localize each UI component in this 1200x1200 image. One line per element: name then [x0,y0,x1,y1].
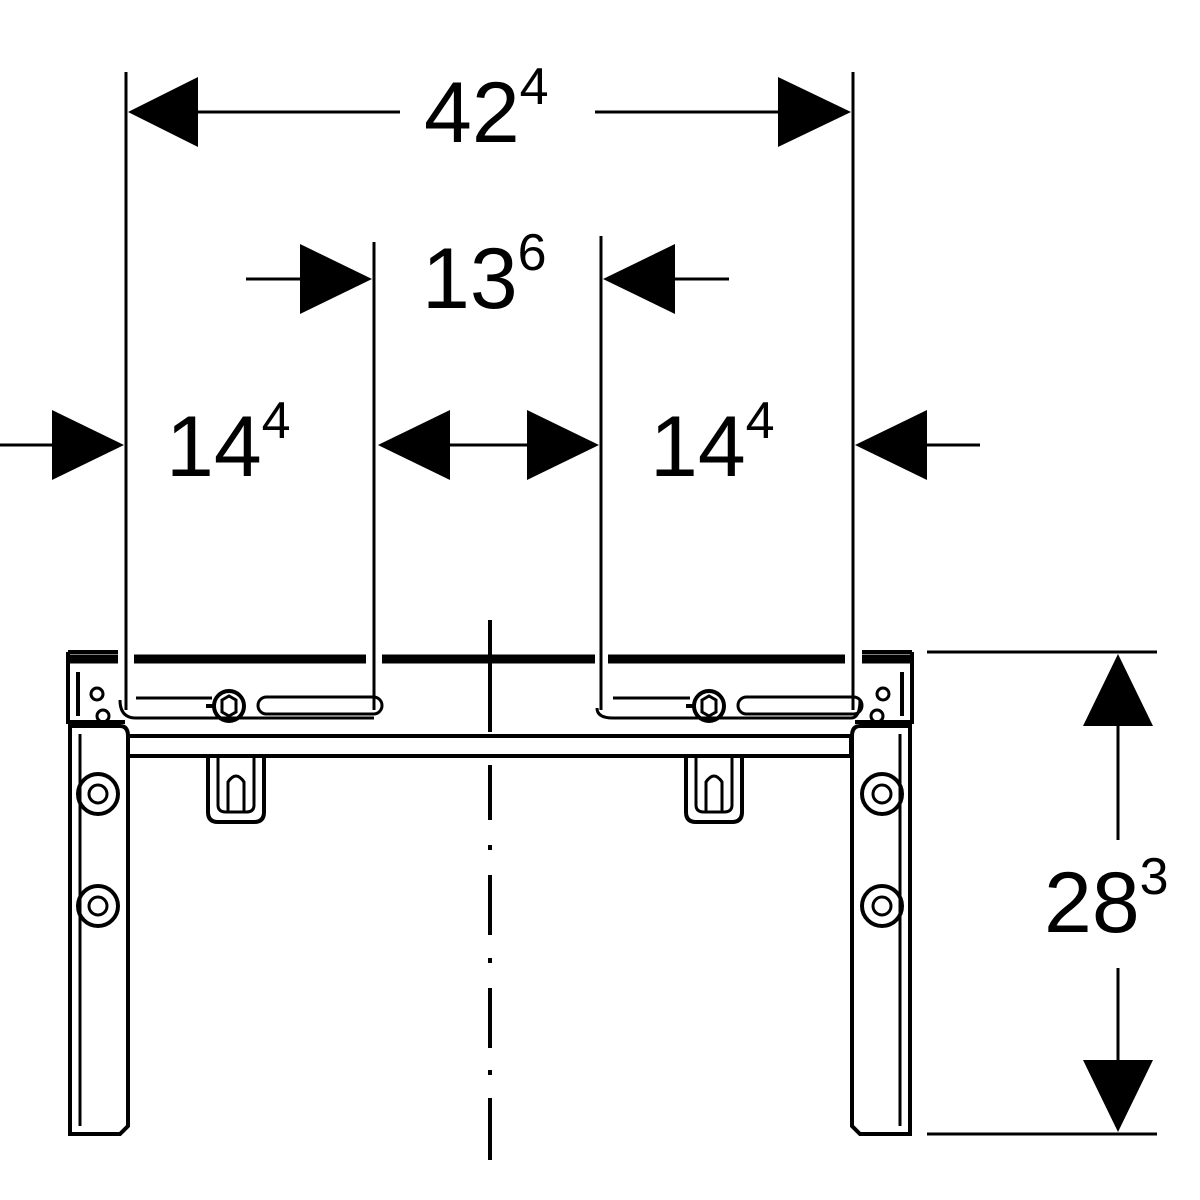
left-span-label: 144 [166,392,291,495]
rail-hole [869,708,885,724]
left-slot [256,695,384,716]
right-leg-hole-lower [860,884,904,928]
right-slot-bracket [595,699,862,720]
arrow-right-icon [52,410,124,480]
left-nut-hex [220,694,238,718]
left-slot-bracket [118,699,374,720]
right-leg [850,724,912,1136]
height-label: 283 [1044,848,1169,951]
right-leg-hole-upper-inner [871,783,893,805]
arrow-up-icon [1083,654,1153,726]
arrow-left-icon [378,410,450,480]
center-distance-label: 136 [422,224,547,327]
rail-hole [89,686,105,702]
right-hanger-slot [704,774,724,812]
mounting-frame [66,650,914,1136]
right-span-label: 144 [650,392,775,495]
crossbar [126,734,853,758]
left-hanger-bracket [206,758,266,824]
arrow-right-icon [527,410,599,480]
center-distance-dimension: 136 [246,224,729,710]
rail-hole [95,708,111,724]
left-hanger-inner [216,758,256,814]
right-slot [736,695,864,716]
right-leg-hole-lower-inner [871,895,893,917]
arrow-right-icon [300,244,372,314]
left-leg [68,724,130,1136]
span-dimensions: 144 144 [0,392,980,495]
left-hanger-slot [226,774,246,812]
center-axis [468,620,512,1160]
right-hanger-inner [694,758,734,814]
overall-width-label: 424 [424,58,549,161]
height-dimension: 283 [927,650,1169,1136]
left-leg-hole-lower [76,884,120,928]
arrow-left-icon [128,77,198,147]
right-hanger-bracket [684,758,744,824]
right-leg-hole-upper [860,772,904,816]
left-leg-hole-lower-inner [87,895,109,917]
left-leg-hole-upper-inner [87,783,109,805]
arrow-right-icon [778,77,851,147]
overall-width-dimension: 424 [124,58,855,710]
arrow-left-icon [855,410,927,480]
rail-hole [875,686,891,702]
left-leg-hole-upper [76,772,120,816]
arrow-down-icon [1083,1060,1153,1132]
arrow-left-icon [603,244,675,314]
right-nut-hex [700,694,718,718]
